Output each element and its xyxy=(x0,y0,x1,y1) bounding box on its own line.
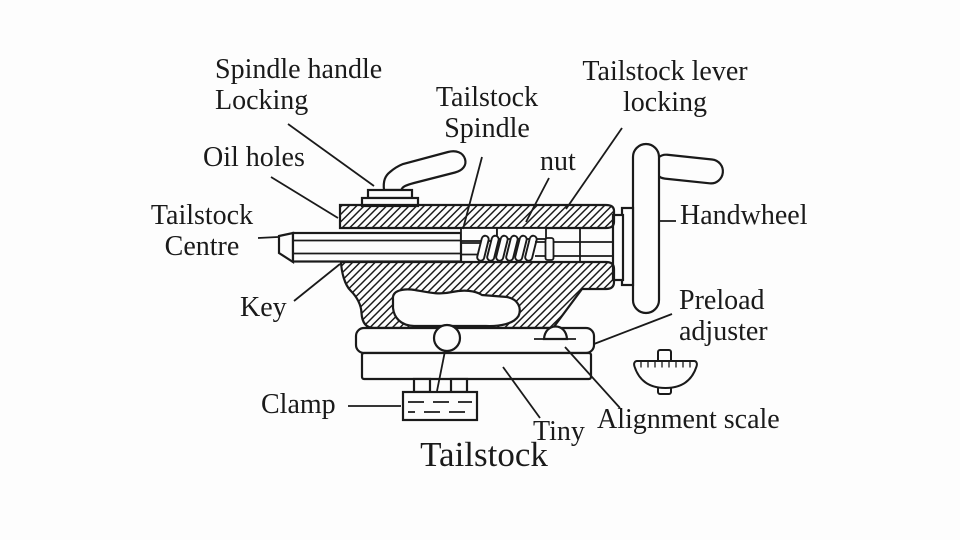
label-preload-adjuster: Preload adjuster xyxy=(679,285,768,347)
scale-tick-marks xyxy=(640,361,691,368)
leader-tailstock-centre xyxy=(257,236,279,239)
handwheel-hub-inner xyxy=(611,213,625,282)
clamp-stud-left xyxy=(412,377,432,394)
alignment-scale-glyph xyxy=(633,349,698,395)
label-tailstock-lever-locking: Tailstock lever locking xyxy=(582,56,748,118)
quill-barrel xyxy=(291,231,463,263)
label-alignment-scale: Alignment scale xyxy=(597,404,780,435)
scale-dish xyxy=(633,360,698,390)
handwheel-grip xyxy=(653,153,724,185)
locking-lever-handle xyxy=(382,150,467,192)
label-clamp: Clamp xyxy=(261,389,336,420)
leader-nut xyxy=(525,177,550,223)
leader-tiny xyxy=(502,366,541,419)
leader-spindle-handle-locking xyxy=(287,123,375,187)
leader-alignment-scale xyxy=(564,346,621,409)
spindle-locking-lever xyxy=(360,150,467,208)
clamp-bolt-head xyxy=(432,323,462,353)
handwheel-crank xyxy=(611,142,724,315)
clamp-block xyxy=(401,390,479,422)
label-key: Key xyxy=(240,292,287,323)
leader-lines xyxy=(257,123,676,419)
diagram-title: Tailstock xyxy=(420,435,548,474)
spindle-quill xyxy=(277,231,463,265)
label-tailstock-spindle: Tailstock Spindle xyxy=(435,82,539,144)
housing xyxy=(338,203,616,330)
label-handwheel: Handwheel xyxy=(680,200,808,231)
housing-top-wall xyxy=(338,203,616,230)
leader-preload-adjuster xyxy=(593,313,673,345)
base-assembly xyxy=(354,323,596,422)
leader-tailstock-spindle xyxy=(462,156,483,230)
label-tiny: Tiny xyxy=(533,416,585,447)
base-lower-plate xyxy=(360,351,593,381)
housing-cored-hole xyxy=(391,288,521,328)
label-oil-holes: Oil holes xyxy=(203,142,305,173)
clamp-stud-right xyxy=(449,377,469,394)
leader-clamp-bolt xyxy=(436,350,446,392)
leader-key xyxy=(293,263,341,302)
label-nut: nut xyxy=(540,146,576,177)
tailstock-centre-cone xyxy=(277,231,295,265)
preload-ball xyxy=(542,325,569,341)
leadscrew-thread xyxy=(476,234,538,262)
leadscrew-assembly xyxy=(460,227,613,262)
label-spindle-handle-locking: Spindle handle Locking xyxy=(215,54,383,116)
leader-oil-holes xyxy=(270,176,339,219)
lever-base-upper-plate xyxy=(366,188,414,200)
handwheel-arm xyxy=(631,142,661,315)
label-tailstock-centre: Tailstock Centre xyxy=(150,200,254,262)
screw-collar xyxy=(544,237,555,261)
leader-tailstock-lever-locking xyxy=(565,127,623,210)
